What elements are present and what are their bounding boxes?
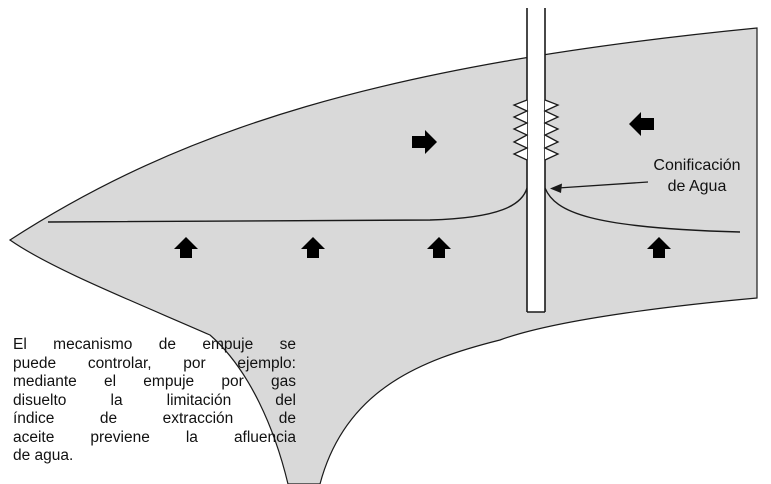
- perforations-right: [543, 99, 560, 161]
- caption-line: de agua.: [13, 447, 74, 464]
- callout-line-2: de Agua: [667, 178, 727, 195]
- caption-text: El mecanismo de empuje se puede controla…: [13, 336, 296, 466]
- flow-arrow-right-icon: [412, 130, 437, 154]
- water-coning-label: Conificación de Agua: [632, 155, 762, 197]
- wellbore: [512, 0, 560, 313]
- flow-arrow-left-icon: [629, 112, 654, 136]
- caption-line: aceite previene la afluencia: [13, 428, 296, 446]
- caption-line: índice de extracción de: [13, 410, 296, 427]
- reservoir-formation: [8, 27, 758, 484]
- flow-arrow-up-icon: [301, 237, 325, 258]
- perforations-left: [512, 99, 529, 161]
- caption-line: El mecanismo de empuje se: [13, 336, 296, 353]
- water-oil-contact-right: [544, 187, 741, 233]
- caption-line: mediante el empuje por gas: [13, 373, 296, 390]
- callout-line-1: Conificación: [653, 157, 741, 174]
- flow-arrow-up-icon: [427, 237, 451, 258]
- flow-arrow-up-icon: [647, 237, 671, 258]
- caption-line: disuelto la limitación del: [13, 391, 296, 409]
- flow-arrow-up-icon: [174, 237, 198, 258]
- water-oil-contact-left: [47, 187, 528, 223]
- caption-line: puede controlar, por ejemplo:: [13, 354, 296, 372]
- callout-leader-arrow: [550, 181, 649, 193]
